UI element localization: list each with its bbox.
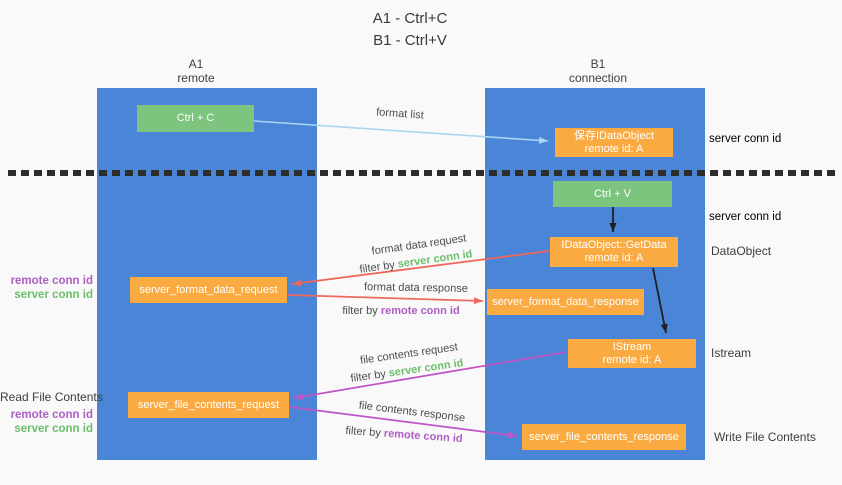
format-list-label: format list (375, 106, 425, 122)
server-conn-id-annotation-mid: server conn id (709, 211, 782, 223)
format-data-response-arrow (287, 294, 484, 305)
write-file-contents-annotation: Write File Contents (714, 430, 816, 444)
dataobject-annotation: DataObject (711, 244, 772, 258)
remote-conn-id-text: remote conn id (380, 305, 460, 317)
lane-header-a1: A1 remote (126, 57, 266, 85)
node-server-format-data-request: server_format_data_request (130, 277, 287, 303)
filter-by-text: filter by (349, 367, 390, 385)
filter-by-text: filter by (345, 424, 385, 440)
title-line-2: B1 - Ctrl+V (373, 32, 447, 49)
server-format-data-request-label: server_format_data_request (139, 283, 278, 296)
save-idataobject-line1: 保存IDataObject (573, 129, 655, 142)
diagram-title: A1 - Ctrl+C B1 - Ctrl+V (0, 8, 820, 52)
lane-header-b1: B1 connection (528, 57, 668, 85)
server-conn-id-annotation: server conn id (14, 289, 93, 301)
node-server-file-contents-response: server_file_contents_response (522, 424, 686, 450)
server-file-contents-request-label: server_file_contents_request (137, 398, 280, 411)
read-file-contents-annotation: Read File Contents (0, 390, 103, 404)
title-line-1: A1 - Ctrl+C (372, 10, 448, 27)
save-idataobject-line2: remote id: A (584, 142, 644, 155)
remote-conn-id-annotation: remote conn id (10, 275, 93, 287)
node-server-file-contents-request: server_file_contents_request (128, 392, 289, 418)
istream-line2: remote id: A (602, 353, 662, 366)
file-contents-response-filter-label: filter by remote conn id (319, 423, 489, 447)
ctrl-v-label: Ctrl + V (594, 187, 631, 200)
lane-a1-role: remote (177, 71, 215, 85)
getdata-line2: remote id: A (584, 252, 644, 264)
filter-by-text: filter by (358, 258, 399, 276)
left-conn-id-annotation-top: remote conn id server conn id (0, 274, 93, 302)
node-idataobject-getdata: IDataObject::GetData remote id: A (550, 237, 678, 267)
node-ctrl-c: Ctrl + C (137, 105, 254, 132)
server-format-data-response-label: server_format_data_response (492, 295, 639, 308)
remote-conn-id-text: remote conn id (383, 427, 463, 446)
node-save-idataobject: 保存IDataObject remote id: A (555, 128, 673, 157)
ctrl-c-label: Ctrl + C (176, 112, 215, 124)
istream-annotation: Istream (711, 346, 752, 360)
lane-a1-name: A1 (188, 57, 204, 71)
getdata-line1: IDataObject::GetData (561, 239, 667, 251)
node-server-format-data-response: server_format_data_response (487, 289, 644, 315)
filter-by-text: filter by (342, 305, 381, 317)
server-conn-id-annotation-top: server conn id (709, 133, 782, 145)
server-conn-id-annotation: server conn id (14, 423, 93, 435)
left-conn-id-annotation-bottom: remote conn id server conn id (0, 408, 93, 436)
lane-b1-role: connection (568, 71, 628, 85)
server-file-contents-response-label: server_file_contents_response (529, 430, 679, 443)
remote-conn-id-annotation: remote conn id (10, 409, 93, 421)
istream-line1: IStream (612, 340, 652, 353)
format-data-response-filter-label: filter by remote conn id (316, 305, 486, 317)
lane-b1-name: B1 (590, 57, 606, 71)
file-contents-response-label: file contents response (358, 399, 466, 425)
node-ctrl-v: Ctrl + V (553, 181, 672, 207)
format-data-response-label: format data response (363, 281, 469, 295)
node-istream: IStream remote id: A (568, 339, 696, 368)
dashed-divider-line (8, 170, 836, 176)
